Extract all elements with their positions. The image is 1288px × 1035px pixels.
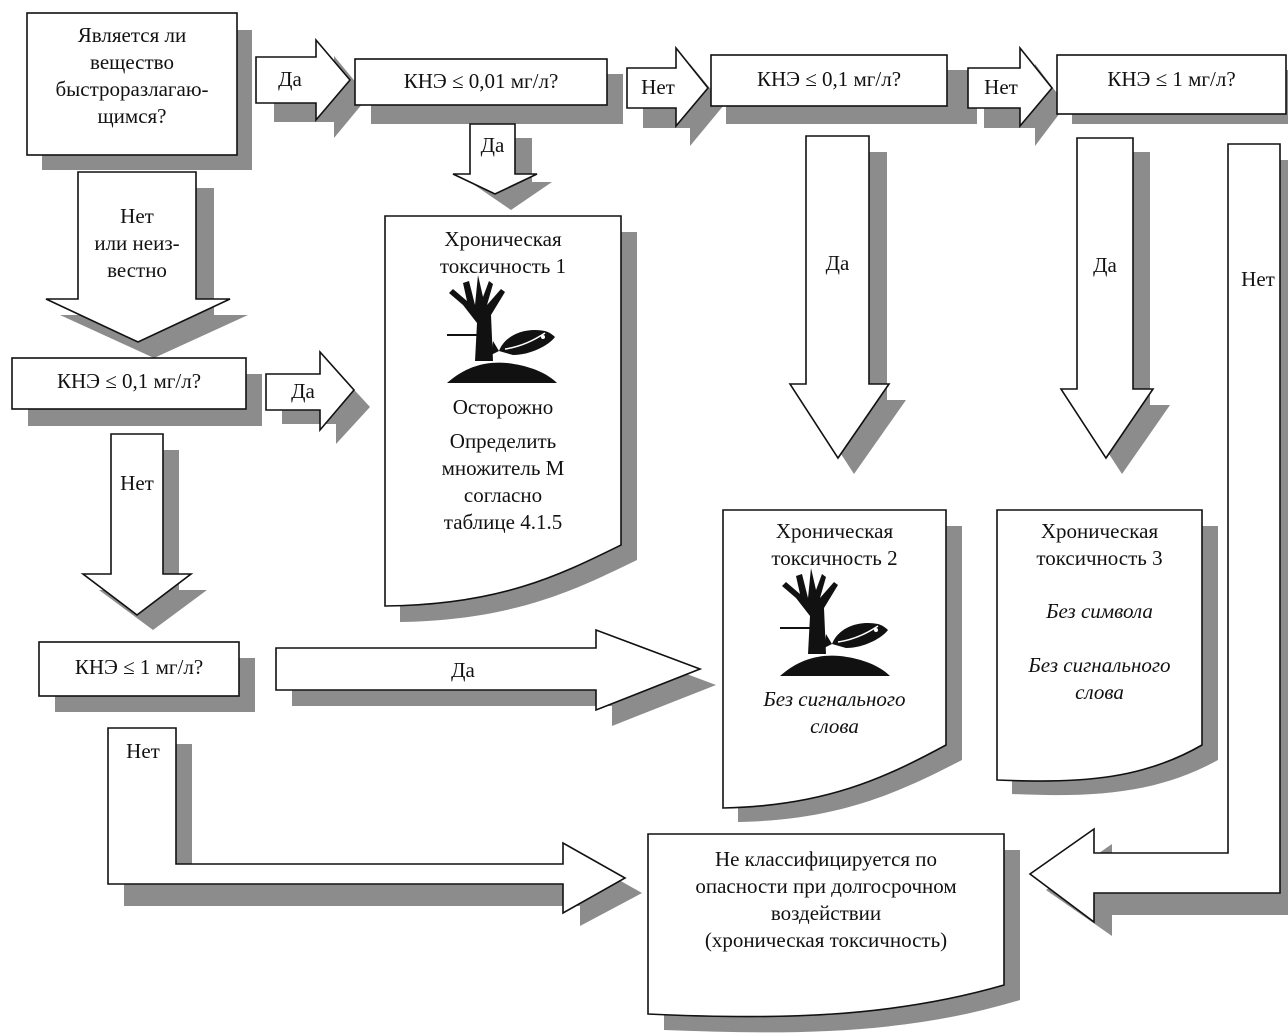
top-question-1-box <box>354 58 608 106</box>
title-line: токсичность 3 <box>1036 546 1163 570</box>
question-line: быстроразлагаю- <box>55 77 209 101</box>
title-line: Хроническая <box>444 227 562 251</box>
arrow-no-unknown-label: Нет или неиз- вестно <box>78 203 196 284</box>
arrow-yes-left-1 <box>265 349 356 433</box>
top-question-3-box <box>1056 54 1287 115</box>
chronic-1-document <box>384 215 622 607</box>
top-question-2: КНЭ ≤ 0,1 мг/л? <box>756 67 902 91</box>
top-question-3: КНЭ ≤ 1 мг/л? <box>1107 67 1236 91</box>
note-line: Без сигнального <box>763 687 906 711</box>
arrow-no-1 <box>626 45 710 129</box>
arrow-no-2 <box>967 45 1054 129</box>
arrow-yes-label: Да <box>451 658 475 682</box>
chronic-3-document <box>996 509 1203 782</box>
arrow-yes-label: Да <box>825 251 850 275</box>
arrow-yes-label: Да <box>480 133 505 157</box>
fast-degradable-question: Является ли вещество быстроразлагаю- щим… <box>27 22 237 130</box>
arrow-yes-label: Да <box>278 67 302 91</box>
note-line: слова <box>810 714 859 738</box>
arrow-yes-down-2 <box>788 135 891 460</box>
environment-hazard-icon <box>447 275 557 383</box>
chronic-1-note: Определить множитель М согласно таблице … <box>385 428 621 536</box>
note-line: слова <box>1075 680 1124 704</box>
left-question-2: КНЭ ≤ 1 мг/л? <box>74 655 204 679</box>
chronic-1-signal-word: Осторожно <box>452 395 554 419</box>
left-question-1: КНЭ ≤ 0,1 мг/л? <box>56 369 202 393</box>
question-line: вещество <box>90 50 174 74</box>
top-question-2-box <box>710 54 948 107</box>
top-question-1: КНЭ ≤ 0,01 мг/л? <box>403 69 559 93</box>
arrow-yes-1 <box>255 37 352 123</box>
arrow-no-label: Нет <box>120 471 154 495</box>
environment-hazard-icon <box>780 568 890 676</box>
chronic-3-note: Без сигнального слова <box>997 652 1202 706</box>
arrow-yes-label: Да <box>291 379 315 403</box>
arrow-no-long <box>107 727 627 915</box>
note-line: Без сигнального <box>1028 653 1171 677</box>
shapes <box>11 12 1287 1018</box>
arrow-yes-down-1 <box>452 123 538 195</box>
left-question-1-box <box>11 357 247 410</box>
text-line: (хроническая токсичность) <box>704 928 948 952</box>
text-line: воздействии <box>770 901 882 925</box>
note-line: множитель М <box>441 456 565 480</box>
arrow-no-label: Нет <box>126 739 160 763</box>
chronic-2-title: Хроническая токсичность 2 <box>723 518 946 572</box>
chronic-3-title: Хроническая токсичность 3 <box>997 518 1202 572</box>
arrow-no-down-1 <box>45 171 231 343</box>
title-line: токсичность 2 <box>771 546 898 570</box>
question-line: Является ли <box>77 23 187 47</box>
fast-degradable-question-box <box>26 12 238 156</box>
not-classified-document <box>647 833 1005 1018</box>
title-line: токсичность 1 <box>439 254 567 278</box>
arrow-yes-label: Да <box>1093 253 1117 277</box>
text-line: опасности при долгосрочном <box>695 874 957 898</box>
title-line: Хроническая <box>1040 519 1159 543</box>
chronic-2-note: Без сигнального слова <box>723 686 946 740</box>
arrow-no-down-2 <box>80 433 194 617</box>
title-line: Хроническая <box>775 519 894 543</box>
chronic-1-title: Хроническая токсичность 1 <box>385 226 621 280</box>
label-line: вестно <box>107 258 167 282</box>
question-line: щимся? <box>97 104 167 128</box>
arrow-no-label: Нет <box>984 75 1018 99</box>
note-line: Определить <box>449 429 557 453</box>
arrow-yes-long <box>275 628 703 712</box>
not-classified-text: Не классифицируется по опасности при дол… <box>648 846 1004 954</box>
arrow-no-label: Нет <box>641 75 675 99</box>
note-line: таблице 4.1.5 <box>443 510 563 534</box>
left-question-2-box <box>38 641 240 697</box>
arrow-no-label: Нет <box>1241 267 1275 291</box>
label-line: или неиз- <box>94 231 180 255</box>
text-line: Не классифицируется по <box>714 847 938 871</box>
label-line: Нет <box>120 204 154 228</box>
chronic-3-symbol-note: Без символа <box>1046 599 1153 623</box>
arrow-no-right-long <box>1028 143 1281 924</box>
arrow-yes-down-3 <box>1059 137 1155 460</box>
note-line: согласно <box>463 483 543 507</box>
